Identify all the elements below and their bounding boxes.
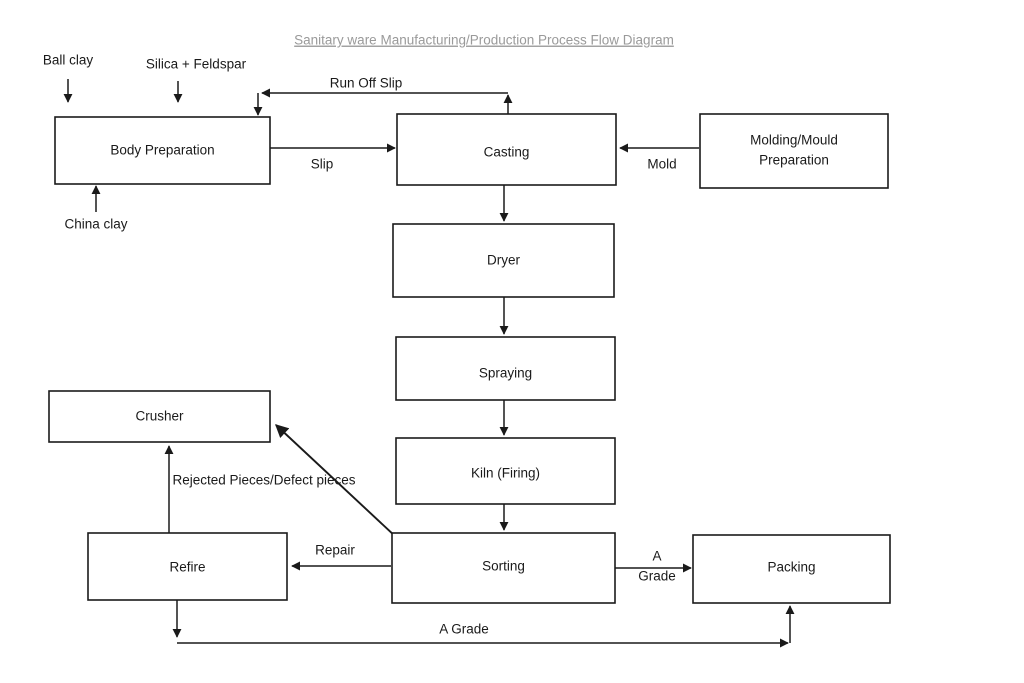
edge-sorting-to-crusher-diagonal <box>275 424 397 538</box>
edge-label-repair: Repair <box>315 543 355 558</box>
node-label-packing: Packing <box>767 560 815 575</box>
node-label-kiln-firing: Kiln (Firing) <box>471 466 540 481</box>
edge-label-slip: Slip <box>311 157 334 172</box>
node-packing[interactable] <box>692 534 891 604</box>
node-molding-mould-preparation[interactable] <box>699 113 889 189</box>
node-refire[interactable] <box>87 532 288 601</box>
edge-label-run-off-slip: Run Off Slip <box>330 76 403 91</box>
node-sorting[interactable] <box>391 532 616 604</box>
input-label-silica-feldspar: Silica + Feldspar <box>146 57 247 72</box>
node-label-dryer: Dryer <box>487 253 521 268</box>
edge-label-a-grade-bottom: A Grade <box>439 622 489 637</box>
input-label-china-clay: China clay <box>64 217 127 232</box>
node-label-spraying: Spraying <box>479 366 532 381</box>
edge-label-rejected-pieces: Rejected Pieces/Defect pieces <box>172 473 355 488</box>
edge-label-mold: Mold <box>647 157 676 172</box>
node-spraying[interactable] <box>395 336 616 401</box>
page-title: Sanitary ware Manufacturing/Production P… <box>294 33 674 48</box>
edge-label-a-grade-line2: Grade <box>638 569 676 584</box>
input-label-ball-clay: Ball clay <box>43 53 94 68</box>
node-label-body-preparation: Body Preparation <box>110 143 214 158</box>
node-kiln-firing[interactable] <box>395 437 616 505</box>
node-label-molding-line1: Molding/Mould <box>750 133 838 148</box>
edge-label-a-grade-line1: A <box>652 549 661 564</box>
node-label-refire: Refire <box>169 560 205 575</box>
node-label-casting: Casting <box>484 145 530 160</box>
node-crusher[interactable] <box>48 390 271 443</box>
node-body-preparation[interactable] <box>54 116 271 185</box>
node-casting[interactable] <box>396 113 617 186</box>
node-label-sorting: Sorting <box>482 559 525 574</box>
node-label-molding-line2: Preparation <box>759 153 829 168</box>
node-label-crusher: Crusher <box>135 409 184 424</box>
